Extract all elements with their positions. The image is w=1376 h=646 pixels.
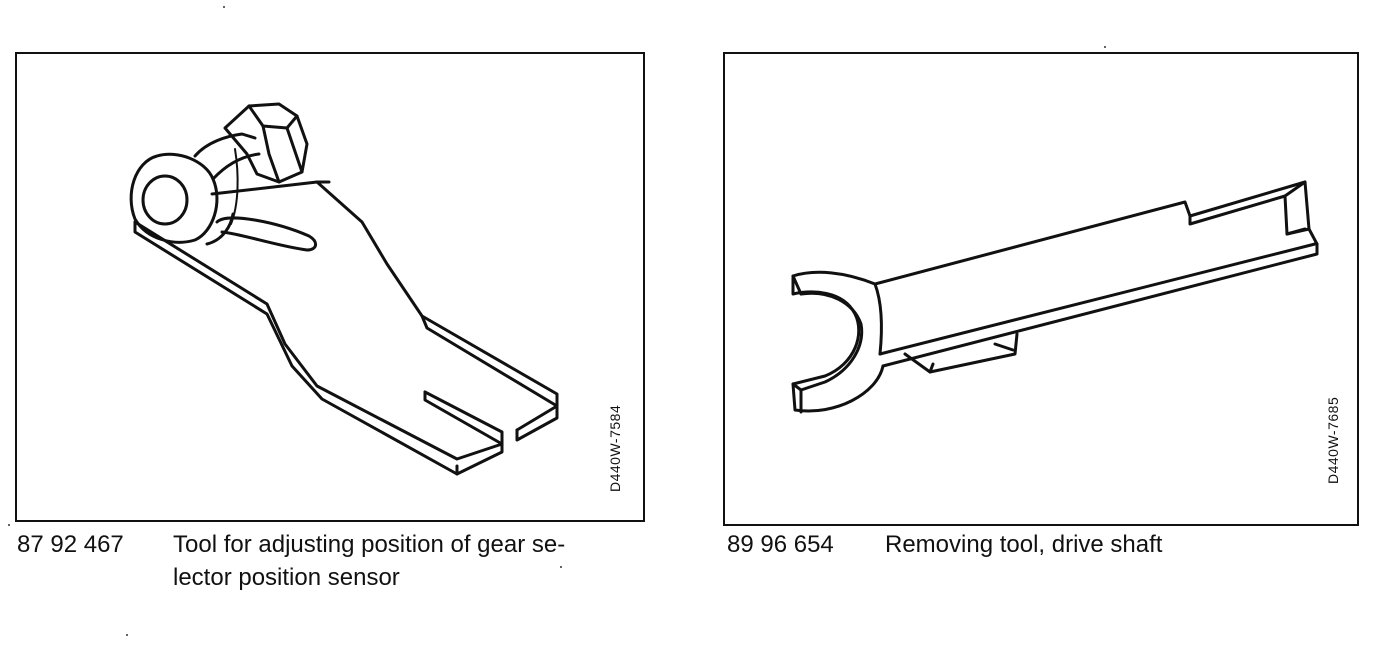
gear-selector-adjusting-tool-drawing — [129, 102, 559, 476]
figure-caption: 89 96 654 Removing tool, drive shaft — [727, 528, 1162, 561]
figure-panel-removing-tool: D440W-7685 — [723, 52, 1359, 526]
drive-shaft-removing-tool-drawing — [791, 180, 1319, 414]
scan-speck — [223, 6, 225, 8]
scan-speck — [560, 566, 562, 568]
figure-code: D440W-7584 — [607, 404, 623, 492]
figure-code: D440W-7685 — [1325, 396, 1341, 484]
part-number: 87 92 467 — [17, 531, 124, 558]
figure-panel-adjusting-tool: D440W-7584 — [15, 52, 645, 522]
scan-speck — [126, 634, 128, 636]
caption-text-line2: lector position sensor — [173, 564, 400, 591]
figure-caption: 87 92 467 Tool for adjusting position of … — [17, 528, 565, 594]
scan-speck — [8, 524, 10, 526]
caption-text-line1: Removing tool, drive shaft — [885, 531, 1163, 558]
part-number: 89 96 654 — [727, 531, 834, 558]
caption-text-line1: Tool for adjusting position of gear se- — [173, 531, 566, 558]
scan-speck — [1104, 46, 1106, 48]
